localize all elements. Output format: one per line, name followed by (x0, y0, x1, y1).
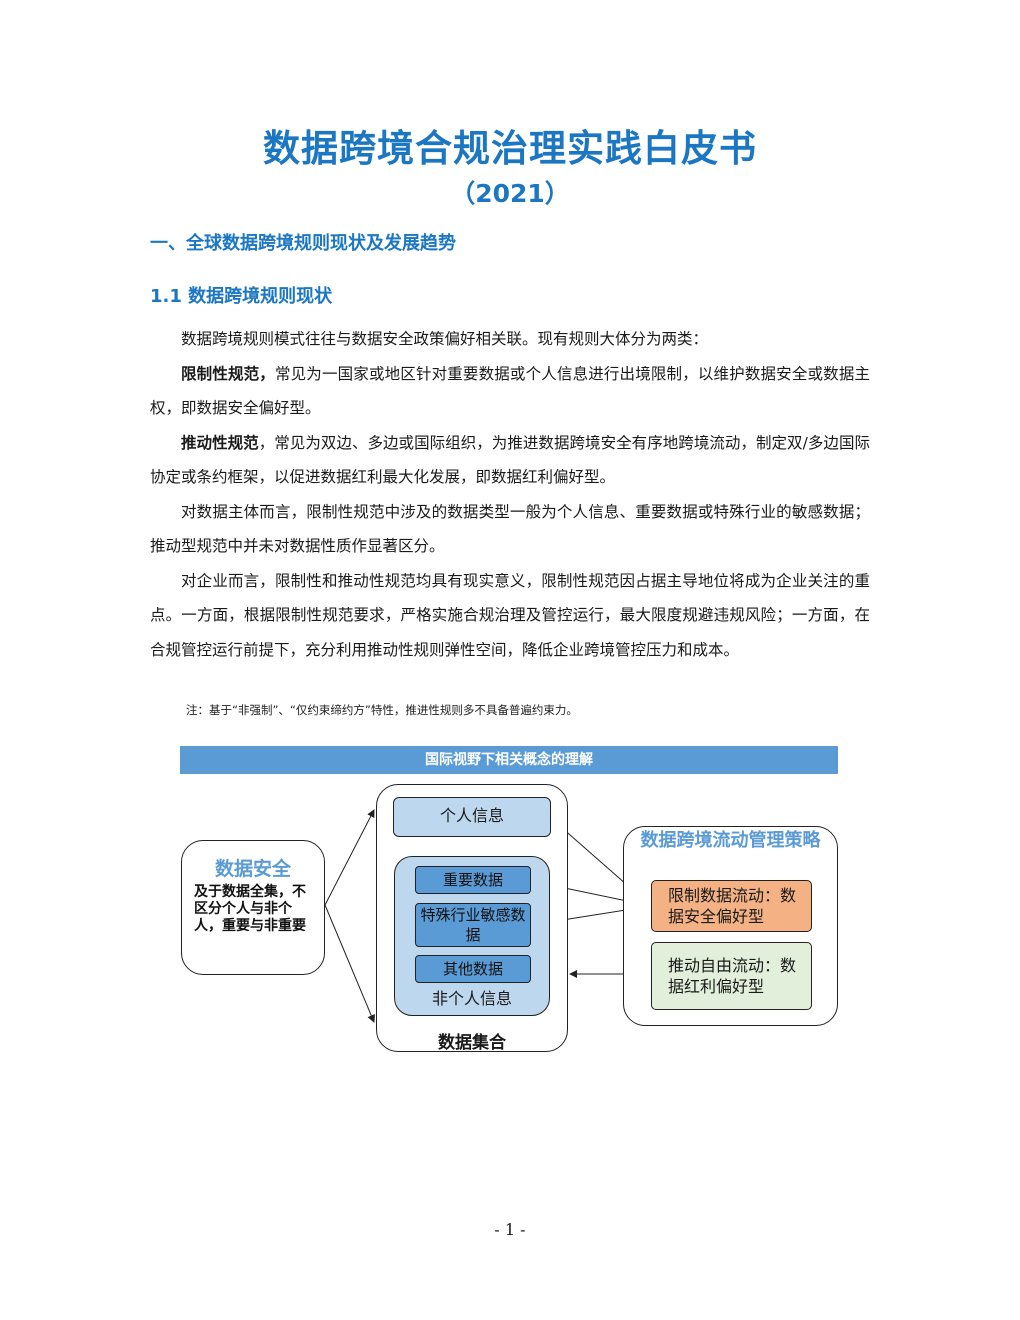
restrict-flow-box: 限制数据流动：数据安全偏好型 (651, 880, 812, 932)
promote-flow-box: 推动自由流动：数据红利偏好型 (651, 942, 812, 1010)
data-security-box (181, 840, 325, 975)
section-heading: 一、全球数据跨境规则现状及发展趋势 (150, 233, 456, 254)
document-year: （2021） (450, 179, 570, 208)
non-personal-label: 非个人信息 (431, 989, 512, 1008)
promote-text: ，常见为双边、多边或国际组织，为推进数据跨境安全有序地跨境流动，制定双/多边国际… (150, 433, 870, 487)
paragraph-restrict: 限制性规范，常见为一国家或地区针对重要数据或个人信息进行出境限制，以维护数据安全… (150, 357, 870, 426)
page-number: - 1 - (494, 1220, 526, 1239)
document-title: 数据跨境合规治理实践白皮书 (263, 127, 757, 170)
paragraph-intro: 数据跨境规则模式往往与数据安全政策偏好相关联。现有规则大体分为两类： (181, 330, 709, 348)
subsection-heading: 1.1 数据跨境规则现状 (150, 286, 333, 307)
diagram-banner: 国际视野下相关概念的理解 (180, 746, 838, 774)
restrict-term: 限制性规范， (181, 364, 275, 383)
paragraph-promote: 推动性规范，常见为双边、多边或国际组织，为推进数据跨境安全有序地跨境流动，制定双… (150, 426, 870, 495)
footnote: 注：基于“非强制”、“仅约束缔约方”特性，推进性规则多不具备普遍约束力。 (186, 703, 578, 717)
restrict-text: 常见为一国家或地区针对重要数据或个人信息进行出境限制，以维护数据安全或数据主权，… (150, 364, 870, 418)
important-data-box: 重要数据 (415, 866, 531, 894)
data-security-description: 及于数据全集，不区分个人与非个人，重要与非重要 (194, 884, 306, 934)
paragraph-enterprise: 对企业而言，限制性和推动性规范均具有现实意义，限制性规范因占据主导地位将成为企业… (150, 571, 870, 659)
promote-term: 推动性规范 (181, 433, 259, 452)
connector-security-to-dataset-top (324, 809, 375, 906)
paragraph-subject: 对数据主体而言，限制性规范中涉及的数据类型一般为个人信息、重要数据或特殊行业的敏… (150, 502, 870, 556)
strategy-title: 数据跨境流动管理策略 (640, 830, 821, 851)
dataset-label: 数据集合 (438, 1033, 506, 1053)
personal-info-box: 个人信息 (393, 797, 551, 837)
other-data-box: 其他数据 (415, 955, 531, 983)
body-text: 数据跨境规则模式往往与数据安全政策偏好相关联。现有规则大体分为两类： 限制性规范… (150, 322, 870, 667)
special-sensitive-box: 特殊行业敏感数据 (415, 903, 531, 947)
connector-security-to-dataset-bottom (324, 904, 375, 1023)
data-security-title: 数据安全 (214, 858, 291, 880)
